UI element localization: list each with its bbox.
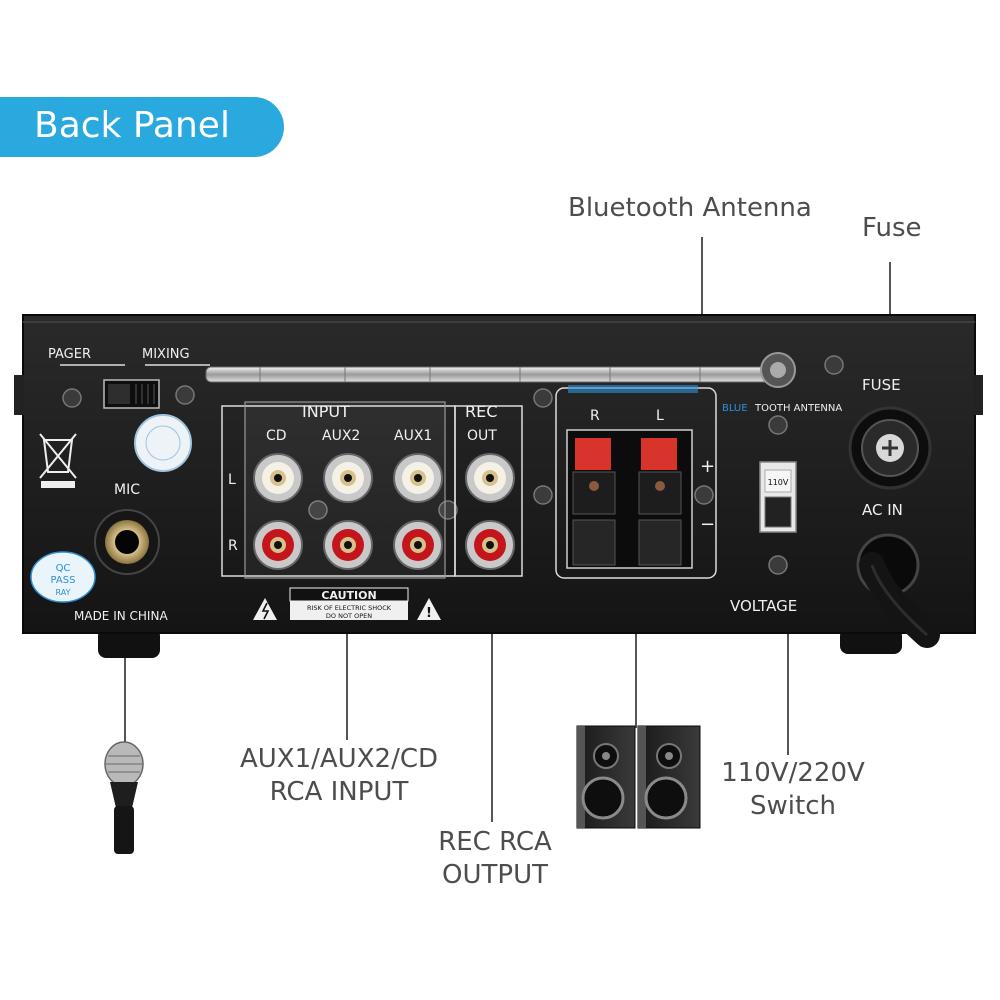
rca-jack-aux2-left[interactable] [323,453,373,503]
voltage-label: VOLTAGE [730,597,797,615]
right-channel-label: R [228,538,238,554]
qc-ray-text: RAY [56,588,71,597]
fuse-label: FUSE [862,376,901,394]
voltage-selector-switch[interactable]: 110V [759,461,797,533]
rec-output-callout-line1: REC RCA [438,827,552,857]
qc-pass-sticker: QC PASS RAY [30,551,96,603]
pager-mixing-switch[interactable] [103,379,160,409]
rca-jack-aux2-right[interactable] [323,520,373,570]
rca-jack-rec-out-right[interactable] [465,520,515,570]
speaker-r-label: R [590,408,600,424]
fuse-callout: Fuse [862,213,922,243]
bluetooth-label-rest: TOOTH ANTENNA [754,403,842,414]
made-in-label: MADE IN CHINA [74,609,168,623]
rec-label: REC [465,402,497,421]
input-label: INPUT [302,402,350,421]
screw-icon [768,415,788,435]
speakers-icon [576,725,701,829]
out-label: OUT [467,428,497,444]
foot-left [98,628,160,658]
aux2-label: AUX2 [322,428,360,444]
caution-risk-text: RISK OF ELECTRIC SHOCK [307,604,392,612]
rca-input-callout: AUX1/AUX2/CD RCA INPUT [228,743,450,808]
bluetooth-antenna-rod[interactable] [205,352,796,388]
bluetooth-label-blue: BLUE [722,403,748,414]
rec-out-frame [454,405,523,577]
screw-icon [768,555,788,575]
chassis-side-tab-right [973,375,983,415]
qc-pass-text: PASS [51,575,76,586]
rca-jack-cd-right[interactable] [253,520,303,570]
date-sticker [134,414,192,472]
screw-icon [175,385,195,405]
mixing-label: MIXING [142,347,190,362]
screw-icon [824,355,844,375]
plus-label: + [700,456,715,477]
panel-screws [62,355,844,575]
caution-title: CAUTION [321,589,376,602]
aux1-label: AUX1 [394,428,432,444]
rca-jack-aux1-right[interactable] [393,520,443,570]
voltage-switch-callout: 110V/220V Switch [718,757,868,822]
rca-input-callout-line1: AUX1/AUX2/CD [239,744,439,774]
speaker-l-label: L [656,408,664,424]
screw-icon [308,500,328,520]
bluetooth-antenna-callout: Bluetooth Antenna [568,193,812,223]
voltage-switch-callout-line1: 110V/220V [721,758,865,788]
screw-icon [533,388,553,408]
rca-jack-aux1-left[interactable] [393,453,443,503]
rec-output-callout: REC RCA OUTPUT [425,826,565,891]
caution-label: CAUTION RISK OF ELECTRIC SHOCK DO NOT OP… [253,587,441,621]
rec-output-callout-line2: OUTPUT [442,859,548,890]
caution-open-text: DO NOT OPEN [326,612,372,620]
chassis-side-tab-left [14,375,24,415]
rca-input-callout-line2: RCA INPUT [269,776,409,807]
pager-label: PAGER [48,347,91,362]
mic-label: MIC [114,482,140,498]
left-channel-label: L [228,472,236,488]
screw-icon [694,485,714,505]
speaker-terminals[interactable] [566,429,693,569]
mic-jack[interactable] [94,509,160,575]
back-panel-title: Back Panel [34,105,230,146]
cd-label: CD [266,428,287,444]
weee-recycle-icon [39,433,77,488]
speaker-terminal-bar [568,385,698,393]
voltage-switch-callout-line2: Switch [750,790,836,821]
voltage-switch-value: 110V [768,478,789,487]
rca-jack-rec-out-left[interactable] [465,453,515,503]
screw-icon [62,388,82,408]
amplifier-feet [98,628,902,658]
back-panel-badge: Back Panel [0,97,284,157]
rca-jack-cd-left[interactable] [253,453,303,503]
ac-in-label: AC IN [862,501,903,519]
screw-icon [438,500,458,520]
screw-icon [533,485,553,505]
foot-right [840,628,902,654]
microphone-icon [104,741,144,854]
qc-text: QC [56,563,71,574]
ac-power-inlet[interactable] [856,533,940,648]
minus-label: − [700,514,715,535]
svg-text:!: ! [426,606,432,621]
fuse-holder[interactable] [848,406,932,490]
